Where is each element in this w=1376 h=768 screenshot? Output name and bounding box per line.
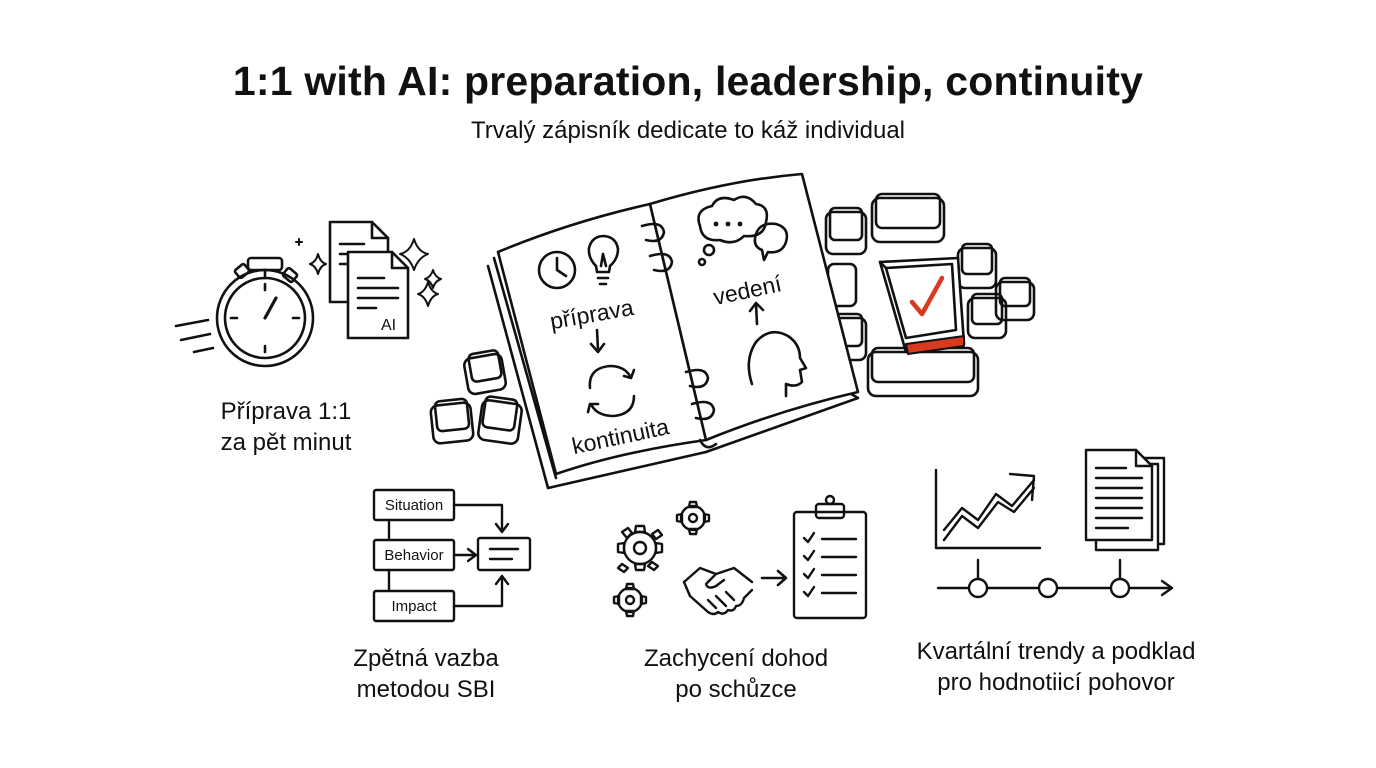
keycap bbox=[966, 292, 1008, 340]
ai-label: AI bbox=[381, 317, 396, 334]
sbi-diagram bbox=[372, 488, 532, 623]
summary-box bbox=[476, 536, 532, 572]
arrow-right-icon bbox=[760, 569, 788, 587]
thought-bubble-icon bbox=[697, 195, 769, 267]
sbi-situation-label: Situation bbox=[385, 497, 443, 514]
reports-stack-icon bbox=[1084, 448, 1166, 552]
gears-icon bbox=[612, 500, 711, 618]
keycap bbox=[956, 242, 998, 290]
page-title: 1:1 with AI: preparation, leadership, co… bbox=[232, 58, 1144, 104]
caption-preparation: Příprava 1:1 za pět minut bbox=[220, 398, 352, 456]
sbi-impact-label: Impact bbox=[391, 598, 437, 615]
lightbulb-icon bbox=[587, 234, 620, 286]
checkmark-key-icon bbox=[878, 256, 966, 355]
keycap bbox=[462, 349, 508, 396]
keycap bbox=[994, 276, 1036, 322]
keycap bbox=[429, 397, 475, 445]
notebook-icon bbox=[486, 172, 860, 490]
keycaps-left bbox=[429, 349, 523, 445]
caption-feedback-sbi: Zpětná vazba metodou SBI bbox=[353, 645, 499, 703]
page-subtitle: Trvalý zápisník dedicate to káž individu… bbox=[471, 117, 905, 144]
handshake-icon bbox=[682, 566, 754, 616]
clock-icon bbox=[537, 250, 577, 290]
stopwatch-icon bbox=[174, 256, 315, 368]
clipboard-checklist-icon bbox=[792, 494, 868, 620]
speech-bubble-icon bbox=[753, 222, 789, 262]
sparkle-icon bbox=[295, 238, 442, 307]
keycap bbox=[477, 395, 523, 445]
cycle-arrows-icon bbox=[586, 364, 636, 418]
trend-chart-icon bbox=[934, 468, 1042, 550]
ai-documents-icon bbox=[328, 220, 410, 340]
keycap bbox=[870, 192, 946, 244]
arrow-down-icon bbox=[589, 328, 606, 354]
caption-quarterly-trends: Kvartální trendy a podklad pro hodnotiic… bbox=[916, 638, 1196, 696]
arrow-up-icon bbox=[748, 301, 765, 326]
timeline-icon bbox=[936, 558, 1174, 599]
keycaps-right bbox=[824, 192, 1036, 398]
sbi-behavior-label: Behavior bbox=[384, 547, 443, 564]
caption-agreements: Zachycení dohod po schůzce bbox=[643, 645, 829, 703]
keycap bbox=[824, 206, 868, 256]
person-head-icon bbox=[747, 330, 808, 398]
keycap bbox=[866, 346, 980, 398]
